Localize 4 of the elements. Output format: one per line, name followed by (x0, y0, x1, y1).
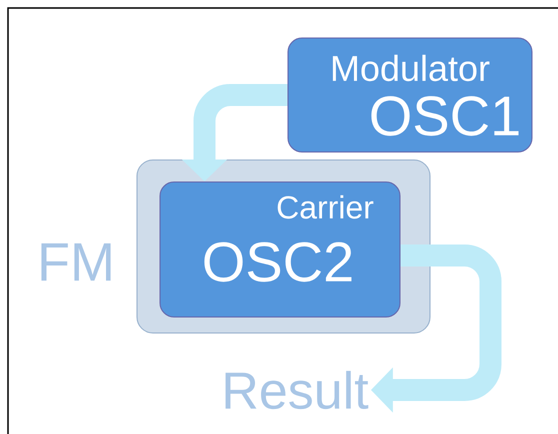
result-label: Result (226, 370, 368, 410)
process-box: Carrier OSC2 (160, 182, 400, 318)
node-label: FM (41, 243, 111, 281)
process-box: Modulator OSC1 (288, 38, 532, 152)
